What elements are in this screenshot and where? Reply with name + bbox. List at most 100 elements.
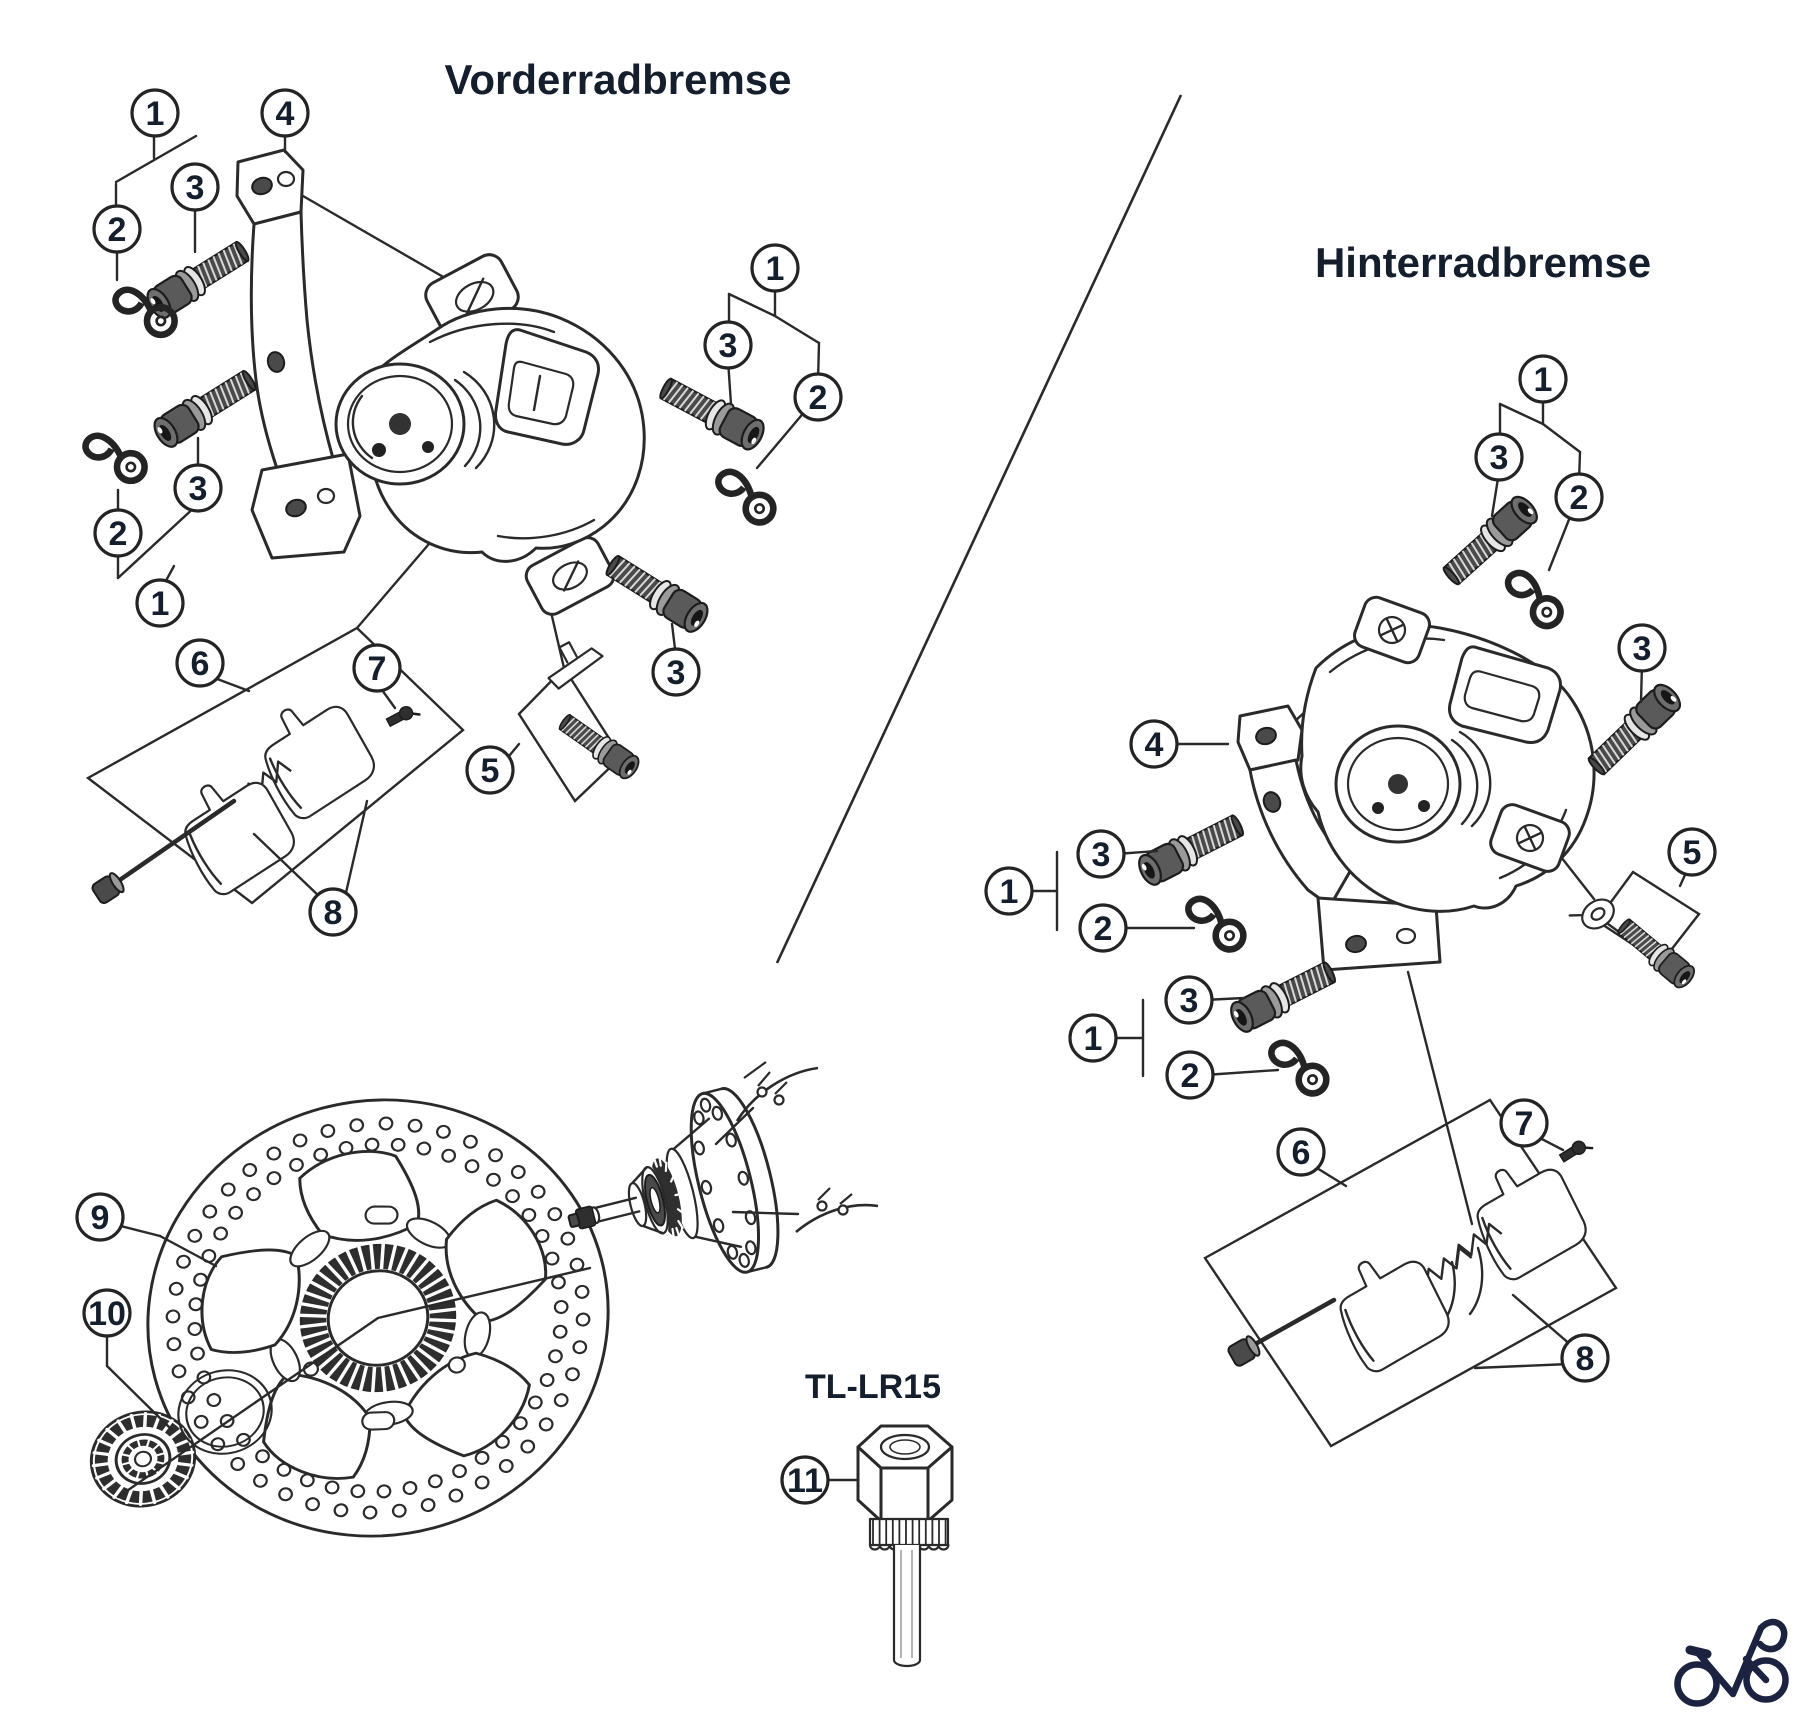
callout-6: 6 xyxy=(1276,1127,1326,1177)
svg-text:3: 3 xyxy=(1092,836,1111,874)
front-mount-adapter xyxy=(235,148,362,560)
callout-1: 1 xyxy=(135,578,185,628)
leader-line xyxy=(105,1364,174,1432)
callout-4: 4 xyxy=(1129,719,1179,769)
lockring-tool xyxy=(856,1424,954,1668)
leader-line xyxy=(158,1234,218,1268)
svg-text:11: 11 xyxy=(787,1462,823,1500)
callout-8: 8 xyxy=(1560,1333,1610,1383)
svg-text:2: 2 xyxy=(109,515,128,553)
assembly-axis-line xyxy=(116,1316,380,1499)
callout-8: 8 xyxy=(308,887,358,937)
svg-text:1: 1 xyxy=(1084,1020,1103,1058)
tool-label: TL-LR15 xyxy=(805,1368,941,1406)
fixing-bolt-icon xyxy=(1225,954,1341,1038)
callout-10: 10 xyxy=(82,1288,132,1338)
assembly-axis-line xyxy=(376,1266,592,1320)
svg-text:1: 1 xyxy=(151,585,170,623)
callout-5: 5 xyxy=(1667,827,1717,877)
hose-clip-icon xyxy=(1266,1041,1332,1096)
callout-7: 7 xyxy=(1499,1098,1549,1148)
callout-2: 2 xyxy=(92,204,142,254)
brand-bicycle-logo xyxy=(1674,1618,1789,1707)
leader-line xyxy=(1541,422,1582,454)
svg-text:3: 3 xyxy=(667,654,686,692)
fixing-bolt-icon xyxy=(148,363,262,453)
fixing-bolt-icon xyxy=(600,548,714,638)
pad-axle-screw-icon xyxy=(1612,913,1700,993)
callout-11: 11 xyxy=(780,1455,830,1505)
callout-2: 2 xyxy=(1554,472,1604,522)
leader-line xyxy=(1511,1293,1574,1348)
fixing-bolt-icon xyxy=(1133,807,1249,891)
callout-1: 1 xyxy=(130,88,180,138)
svg-text:3: 3 xyxy=(189,470,208,508)
svg-text:4: 4 xyxy=(276,95,295,133)
svg-text:8: 8 xyxy=(324,894,343,932)
front-brake-assembly xyxy=(86,148,779,905)
rear-brake-assembly xyxy=(1133,490,1701,1448)
svg-text:2: 2 xyxy=(108,211,127,249)
svg-text:7: 7 xyxy=(1515,1105,1534,1143)
front-pad-axle-set xyxy=(517,641,644,803)
leader-line xyxy=(755,408,808,470)
leader-line xyxy=(1547,510,1574,572)
callout-3: 3 xyxy=(173,463,223,513)
callout-1: 1 xyxy=(1518,354,1568,404)
callout-2: 2 xyxy=(1078,903,1128,953)
leader-line xyxy=(1473,1362,1571,1370)
hose-clip-icon xyxy=(86,436,145,481)
leader-line xyxy=(1203,1068,1280,1077)
svg-text:5: 5 xyxy=(481,752,500,790)
callout-3: 3 xyxy=(651,647,701,697)
svg-text:2: 2 xyxy=(809,379,828,417)
callout-1: 1 xyxy=(984,866,1034,916)
hose-clip-icon xyxy=(1183,897,1249,952)
pad-pin-head xyxy=(91,872,125,905)
svg-text:6: 6 xyxy=(1292,1134,1311,1172)
callout-3: 3 xyxy=(1617,623,1667,673)
svg-text:9: 9 xyxy=(91,1199,110,1237)
callout-4: 4 xyxy=(260,88,310,138)
leader-line xyxy=(343,799,369,899)
section-divider-line xyxy=(775,94,1183,964)
front-caliper xyxy=(334,253,646,616)
rotor-vent-holes xyxy=(165,1116,591,1520)
rear-section-title: Hinterradbremse xyxy=(1315,239,1651,286)
svg-text:3: 3 xyxy=(1490,439,1509,477)
callout-7: 7 xyxy=(352,643,402,693)
rear-pad-axle-set xyxy=(1568,870,1701,993)
svg-text:3: 3 xyxy=(719,327,738,365)
svg-text:10: 10 xyxy=(88,1295,126,1333)
callout-6: 6 xyxy=(175,638,225,688)
callout-3: 3 xyxy=(170,162,220,212)
svg-text:2: 2 xyxy=(1570,479,1589,517)
fixing-bolt-icon xyxy=(1581,678,1687,782)
link-line xyxy=(549,610,566,670)
rear-caliper xyxy=(1299,595,1596,913)
callout-2: 2 xyxy=(793,372,843,422)
callout-1: 1 xyxy=(1068,1013,1118,1063)
callout-3: 3 xyxy=(1164,975,1214,1025)
leader-line xyxy=(114,134,198,184)
svg-text:1: 1 xyxy=(146,95,165,133)
front-hub xyxy=(567,1061,879,1274)
leader-line xyxy=(1498,402,1545,426)
svg-text:3: 3 xyxy=(1633,630,1652,668)
leader-line xyxy=(116,503,199,580)
svg-text:2: 2 xyxy=(1181,1057,1200,1095)
pad-retainer-screw xyxy=(385,705,421,728)
hose-clip-icon xyxy=(713,470,779,525)
rear-pad-set xyxy=(1203,1098,1618,1448)
svg-text:4: 4 xyxy=(1145,726,1164,764)
svg-text:8: 8 xyxy=(1576,1340,1595,1378)
svg-text:1: 1 xyxy=(1000,873,1019,911)
svg-text:6: 6 xyxy=(191,645,210,683)
link-line xyxy=(301,194,454,284)
callout-9: 9 xyxy=(75,1192,125,1242)
pad-axle-pin xyxy=(111,798,237,887)
pad-axle-pin xyxy=(1247,1297,1337,1350)
callout-3: 3 xyxy=(1474,432,1524,482)
pad-pin-head xyxy=(1227,1335,1261,1367)
